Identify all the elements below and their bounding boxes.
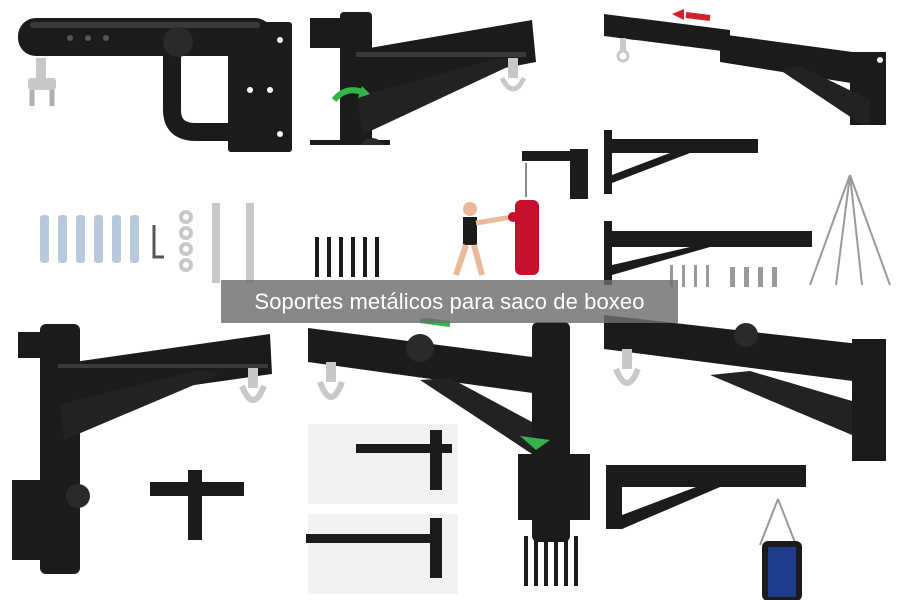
caption-bar: Soportes metálicos para saco de boxeo: [221, 280, 678, 323]
caption-text: Soportes metálicos para saco de boxeo: [254, 288, 645, 314]
folding-bracket-illustration: [12, 324, 272, 574]
image-hardware-kit: [30, 195, 270, 290]
image-boxer-red-bag: [300, 145, 600, 280]
boxer-illustration: [315, 149, 588, 277]
pivot-bracket-illustration: [306, 318, 590, 594]
hardware-kit-illustration: [40, 203, 254, 283]
image-short-long-brackets: [600, 125, 900, 295]
adjustable-bracket-illustration: [604, 9, 886, 148]
image-extended-bracket-blue-bag: [600, 305, 900, 600]
short-long-brackets-illustration: [604, 130, 891, 287]
image-pivot-bracket: [300, 318, 600, 600]
tubular-bracket-illustration: [18, 18, 292, 152]
extended-bracket-illustration: [604, 315, 886, 600]
image-folding-bracket: [0, 320, 300, 600]
image-tubular-bracket: [0, 0, 300, 200]
